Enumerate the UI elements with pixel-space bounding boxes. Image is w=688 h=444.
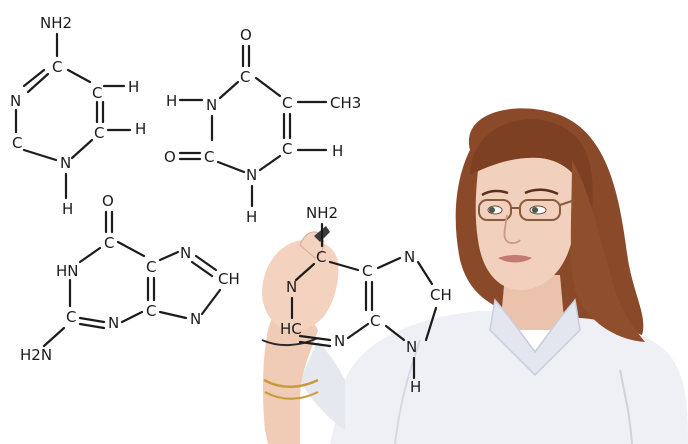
bracelet (263, 378, 319, 388)
atom-label: O (164, 148, 176, 166)
atom-label: H (128, 78, 139, 96)
molecule-thymine: O C H N C CH3 O C C H N H (164, 26, 361, 226)
atom-label: C (282, 140, 292, 158)
atom-label: C (104, 234, 114, 252)
atom-label: H (246, 208, 257, 226)
atom-label: H (62, 200, 73, 218)
lips (498, 255, 532, 263)
atom-label: N (10, 92, 21, 110)
atom-label: HC (280, 320, 302, 338)
eye-iris (532, 207, 538, 213)
atom-label: O (240, 26, 252, 44)
atom-label: N (334, 332, 345, 350)
face (475, 136, 577, 291)
atom-label: C (66, 308, 76, 326)
hair-front (470, 119, 593, 210)
atom-label: C (204, 148, 214, 166)
atom-label: C (282, 94, 292, 112)
atom-label: N (206, 96, 217, 114)
atom-label: HN (56, 262, 79, 280)
atom-label: N (108, 314, 119, 332)
atom-label: H (332, 142, 343, 160)
bracelet (261, 337, 319, 346)
atom-label: N (406, 338, 417, 356)
atom-label: CH3 (330, 94, 361, 112)
shirt-fold (619, 369, 633, 444)
atom-label: C (316, 248, 326, 266)
shirt-collar (489, 298, 581, 377)
atom-label: C (52, 58, 62, 76)
atom-label: O (102, 192, 114, 210)
arm-sleeve (300, 340, 345, 430)
atom-label: H (135, 120, 146, 138)
atom-label: H (410, 378, 421, 396)
atom-label: NH2 (306, 204, 338, 222)
atom-label: NH2 (40, 14, 72, 32)
atom-label: C (146, 258, 156, 276)
atom-label: CH (218, 270, 240, 288)
molecule-adenine: NH2 C C N N CH HC N C N H (280, 204, 452, 396)
atom-label: N (286, 278, 297, 296)
eyebrow (481, 189, 509, 197)
atom-label: C (370, 312, 380, 330)
atom-label: C (12, 134, 22, 152)
atom-label: C (240, 68, 250, 86)
atom-label: N (60, 154, 71, 172)
atom-label: N (404, 248, 415, 266)
atom-label: N (190, 310, 201, 328)
atom-label: H2N (20, 346, 52, 364)
atom-label: H (166, 92, 177, 110)
molecule-cytosine: NH2 C N C H C H C N H (10, 14, 146, 218)
shirt-fold (394, 339, 421, 444)
eye-iris (489, 207, 495, 213)
nose (503, 214, 521, 244)
glasses (478, 199, 576, 221)
atom-label: N (246, 166, 257, 184)
atom-label: C (94, 124, 104, 142)
eyebrow (524, 188, 559, 196)
hand (262, 240, 339, 331)
molecule-guanine: O C HN C N CH C N C N H2N (20, 192, 240, 364)
atom-label: C (92, 84, 102, 102)
atom-label: N (180, 244, 191, 262)
atom-label: CH (430, 286, 452, 304)
atom-label: C (362, 262, 372, 280)
atom-label: C (146, 302, 156, 320)
bracelet (264, 391, 319, 400)
hair-side (570, 160, 645, 342)
woman-figure (261, 108, 688, 444)
